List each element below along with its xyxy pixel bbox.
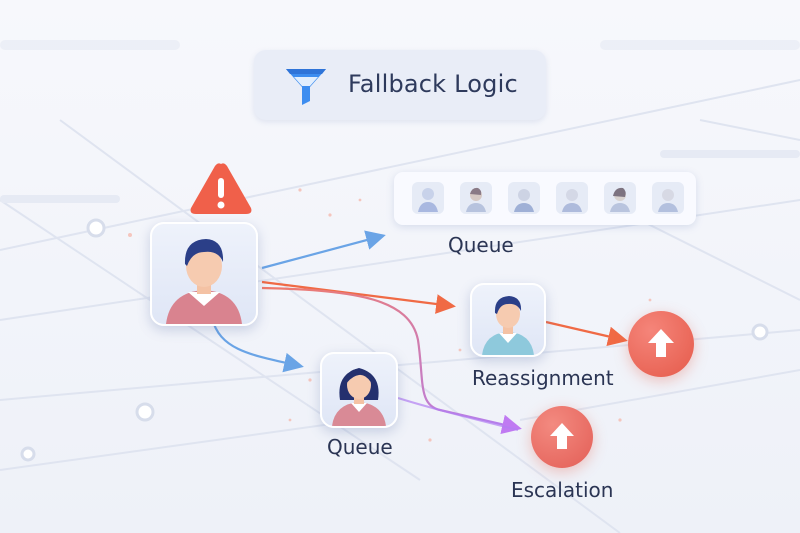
warning-triangle-icon <box>190 163 252 214</box>
escalate-node-right <box>628 311 694 377</box>
queue-slot <box>604 182 636 214</box>
person-icon <box>610 187 630 212</box>
main-agent-avatar <box>150 222 258 326</box>
arrow-up-icon <box>550 423 574 449</box>
page-title: Fallback Logic <box>348 70 518 98</box>
title-banner: Fallback Logic <box>254 50 546 120</box>
person-icon <box>658 189 678 212</box>
arrow-to-bottom-queue <box>210 317 304 373</box>
label-queue-top: Queue <box>448 233 514 257</box>
person-icon <box>562 189 582 212</box>
funnel-icon <box>286 69 326 105</box>
arrow-to-escalation <box>261 286 522 435</box>
label-escalation: Escalation <box>511 478 614 502</box>
person-icon <box>418 188 438 212</box>
queue-slot <box>460 182 492 214</box>
queue-slot <box>652 182 684 214</box>
arrow-to-top-queue <box>261 230 386 270</box>
bottom-queue-agent-avatar <box>320 352 398 428</box>
male-agent-icon <box>482 296 534 355</box>
person-icon <box>466 187 486 212</box>
arrow-to-reassignment <box>261 280 456 314</box>
female-agent-icon <box>332 368 386 426</box>
arrow-reassignment-to-escalate <box>545 320 628 347</box>
arrow-up-icon <box>648 329 674 357</box>
arrow-queue-to-escalation <box>397 397 519 431</box>
label-queue-bottom: Queue <box>327 435 393 459</box>
queue-slot <box>556 182 588 214</box>
queue-strip <box>394 172 696 225</box>
reassignment-agent-avatar <box>470 283 546 357</box>
person-icon <box>514 189 534 212</box>
escalation-node <box>531 406 593 468</box>
queue-slot <box>412 182 444 214</box>
queue-slot <box>508 182 540 214</box>
male-agent-icon <box>166 239 242 324</box>
label-reassignment: Reassignment <box>472 366 614 390</box>
